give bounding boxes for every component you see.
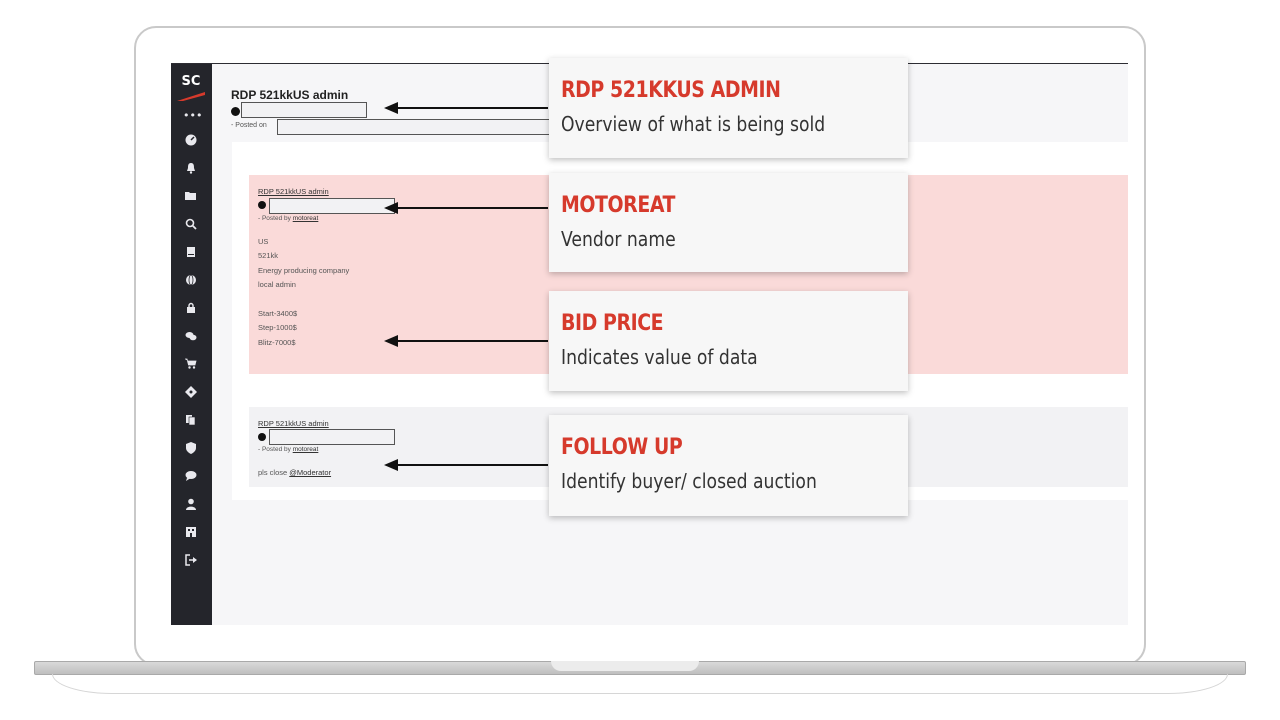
dashboard-icon[interactable] [183, 134, 199, 150]
callout-description: Overview of what is being sold [561, 112, 826, 136]
price-blitz: Blitz-7000$ [258, 338, 296, 347]
post-line: 521kk [258, 251, 279, 260]
callout-vendor: MOTOREAT Vendor name [549, 173, 908, 272]
chat-icon[interactable] [183, 330, 199, 346]
callout-overview: RDP 521KKUS ADMIN Overview of what is be… [549, 58, 908, 158]
callout-bid-price: BID PRICE Indicates value of data [549, 291, 908, 391]
logout-icon[interactable] [183, 554, 199, 570]
user-icon[interactable] [183, 498, 199, 514]
redacted-field [269, 198, 395, 214]
posted-on-label: - Posted on [231, 122, 267, 129]
search-icon[interactable] [183, 218, 199, 234]
laptop-foot [52, 674, 1228, 694]
logo-swoosh-icon [177, 92, 205, 101]
posted-by: - Posted by motoreat [258, 215, 319, 222]
shield-icon[interactable] [183, 442, 199, 458]
post-title[interactable]: RDP 521kkUS admin [258, 419, 329, 428]
callout-description: Indicates value of data [561, 345, 758, 369]
post-line: US [258, 237, 269, 246]
callout-description: Identify buyer/ closed auction [561, 469, 817, 493]
site-logo[interactable]: SC [177, 74, 205, 102]
post-line: Energy producing company [258, 266, 350, 275]
callout-follow-up: FOLLOW UP Identify buyer/ closed auction [549, 415, 908, 516]
clock-icon [258, 201, 266, 209]
followup-message: pls close @Moderator [258, 468, 332, 477]
cart-icon[interactable] [183, 358, 199, 374]
author-link[interactable]: motoreat [292, 215, 319, 222]
store-icon[interactable] [183, 526, 199, 542]
sidebar: SC ••• [171, 64, 212, 625]
clock-icon [231, 107, 240, 116]
folder-icon[interactable] [183, 190, 199, 206]
post-title[interactable]: RDP 521kkUS admin [258, 187, 329, 196]
callout-title: RDP 521KKUS ADMIN [561, 78, 781, 103]
post-line: local admin [258, 280, 296, 289]
redacted-field [241, 102, 367, 118]
logo-text: SC [181, 74, 201, 89]
clock-icon [258, 433, 266, 441]
redacted-field [277, 119, 552, 135]
comment-icon[interactable] [183, 470, 199, 486]
thread-title: RDP 521kkUS admin [231, 88, 349, 102]
posted-by: - Posted by motoreat [258, 446, 319, 453]
bell-icon[interactable] [183, 162, 199, 178]
author-link[interactable]: motoreat [292, 446, 319, 453]
callout-title: MOTOREAT [561, 193, 676, 218]
more-icon[interactable]: ••• [183, 109, 203, 122]
lock-icon[interactable] [183, 302, 199, 318]
callout-title: BID PRICE [561, 311, 664, 336]
mention-link[interactable]: @Moderator [289, 468, 332, 477]
redacted-field [269, 429, 395, 445]
price-step: Step-1000$ [258, 323, 297, 332]
files-icon[interactable] [183, 414, 199, 430]
callout-title: FOLLOW UP [561, 435, 683, 460]
callout-description: Vendor name [561, 227, 676, 251]
globe-icon[interactable] [183, 274, 199, 290]
network-icon[interactable] [183, 386, 199, 402]
price-start: Start-3400$ [258, 309, 298, 318]
book-icon[interactable] [183, 246, 199, 262]
laptop-notch [551, 661, 699, 671]
